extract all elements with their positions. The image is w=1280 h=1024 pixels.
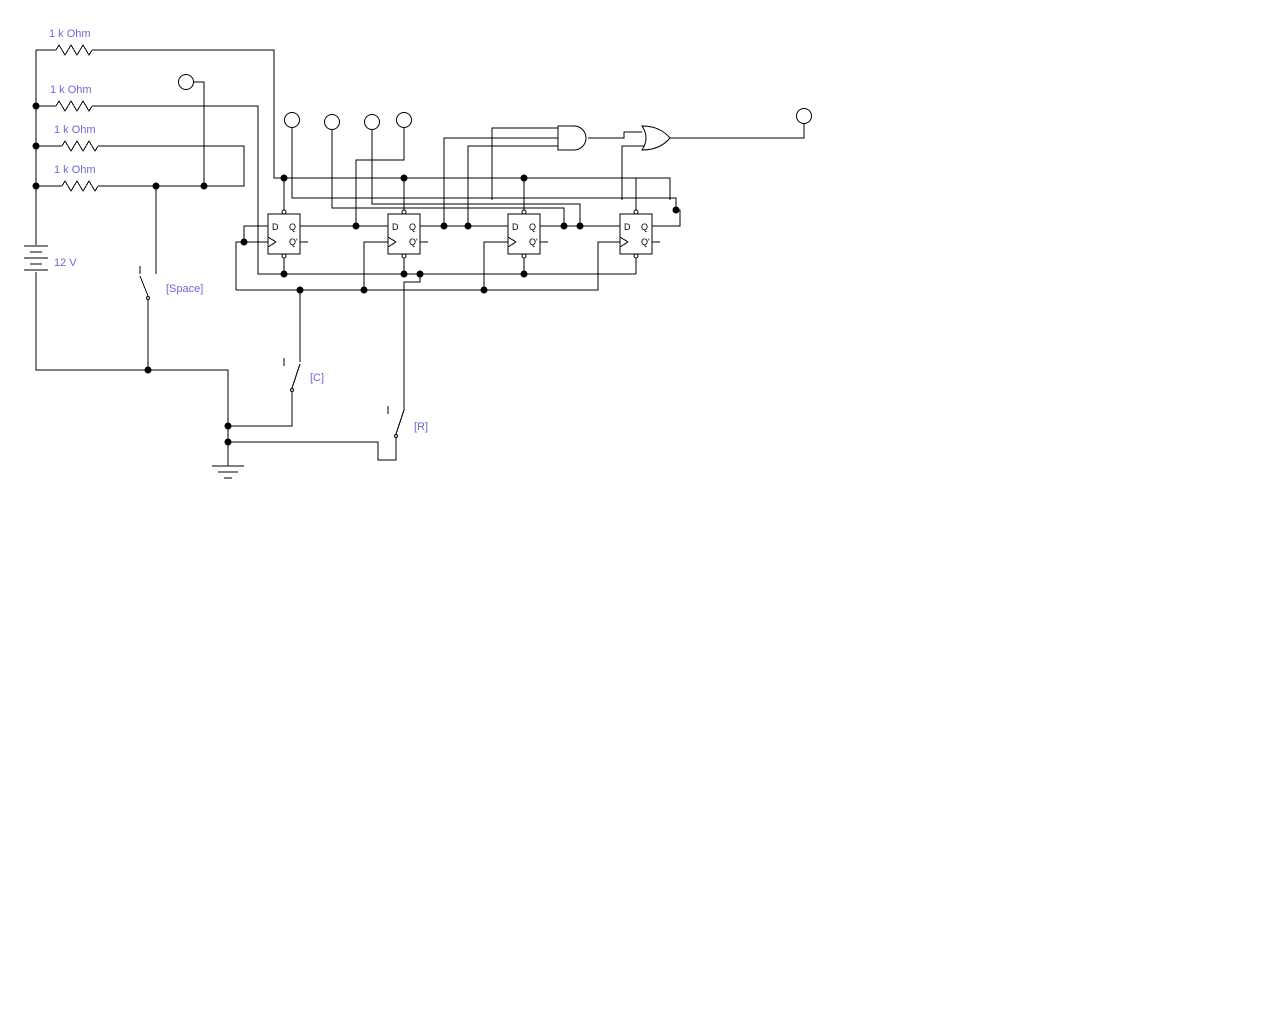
lamp-icon bbox=[396, 112, 412, 128]
and-gate-icon bbox=[557, 125, 587, 151]
switch-space[interactable]: [Space] bbox=[139, 266, 203, 300]
lamp-icon bbox=[324, 114, 340, 130]
battery-label: 12 V bbox=[54, 257, 77, 269]
resistor-1-label: 1 k Ohm bbox=[49, 28, 91, 40]
flip-flop-1-q: Q bbox=[289, 222, 296, 232]
battery: 12 V bbox=[24, 245, 77, 271]
flip-flop-2: D Q Q' bbox=[387, 209, 428, 259]
flip-flop-1-d: D bbox=[272, 222, 279, 232]
flip-flop-3: D Q Q' bbox=[507, 209, 548, 259]
flip-flop-4-q: Q bbox=[641, 222, 648, 232]
resistor-3-label: 1 k Ohm bbox=[54, 124, 96, 136]
wires bbox=[35, 49, 805, 466]
switch-space-label: [Space] bbox=[166, 283, 203, 295]
lamp-icon bbox=[284, 112, 300, 128]
flip-flop-4-d: D bbox=[624, 222, 631, 232]
resistor-network: 1 k Ohm 1 k Ohm 1 k Ohm 1 k Ohm bbox=[49, 28, 99, 192]
lamp-icon bbox=[364, 114, 380, 130]
switch-c-label: [C] bbox=[310, 372, 324, 384]
resistor-1: 1 k Ohm bbox=[49, 28, 93, 56]
flip-flop-2-q: Q bbox=[409, 222, 416, 232]
resistor-4-label: 1 k Ohm bbox=[54, 164, 96, 176]
switch-c[interactable]: [C] bbox=[283, 358, 324, 392]
lamp-icon bbox=[796, 108, 812, 124]
resistor-2: 1 k Ohm bbox=[50, 84, 93, 112]
indicator-lamps bbox=[178, 74, 812, 130]
resistor-3: 1 k Ohm bbox=[54, 124, 99, 152]
or-gate-icon bbox=[641, 125, 671, 151]
flip-flop-3-qn: Q' bbox=[529, 237, 538, 247]
ground-icon bbox=[212, 458, 244, 479]
flip-flop-2-qn: Q' bbox=[409, 237, 418, 247]
switch-r[interactable]: [R] bbox=[387, 406, 428, 438]
flip-flop-3-d: D bbox=[512, 222, 519, 232]
junctions bbox=[32, 102, 680, 446]
switch-r-label: [R] bbox=[414, 421, 428, 433]
flip-flop-4: D Q Q' bbox=[619, 209, 660, 259]
resistor-4: 1 k Ohm bbox=[54, 164, 99, 192]
resistor-2-label: 1 k Ohm bbox=[50, 84, 92, 96]
flip-flop-4-qn: Q' bbox=[641, 237, 650, 247]
lamp-icon bbox=[178, 74, 194, 90]
flip-flop-1: D Q Q' bbox=[267, 209, 308, 259]
flip-flop-1-qn: Q' bbox=[289, 237, 298, 247]
flip-flop-2-d: D bbox=[392, 222, 399, 232]
flip-flop-3-q: Q bbox=[529, 222, 536, 232]
